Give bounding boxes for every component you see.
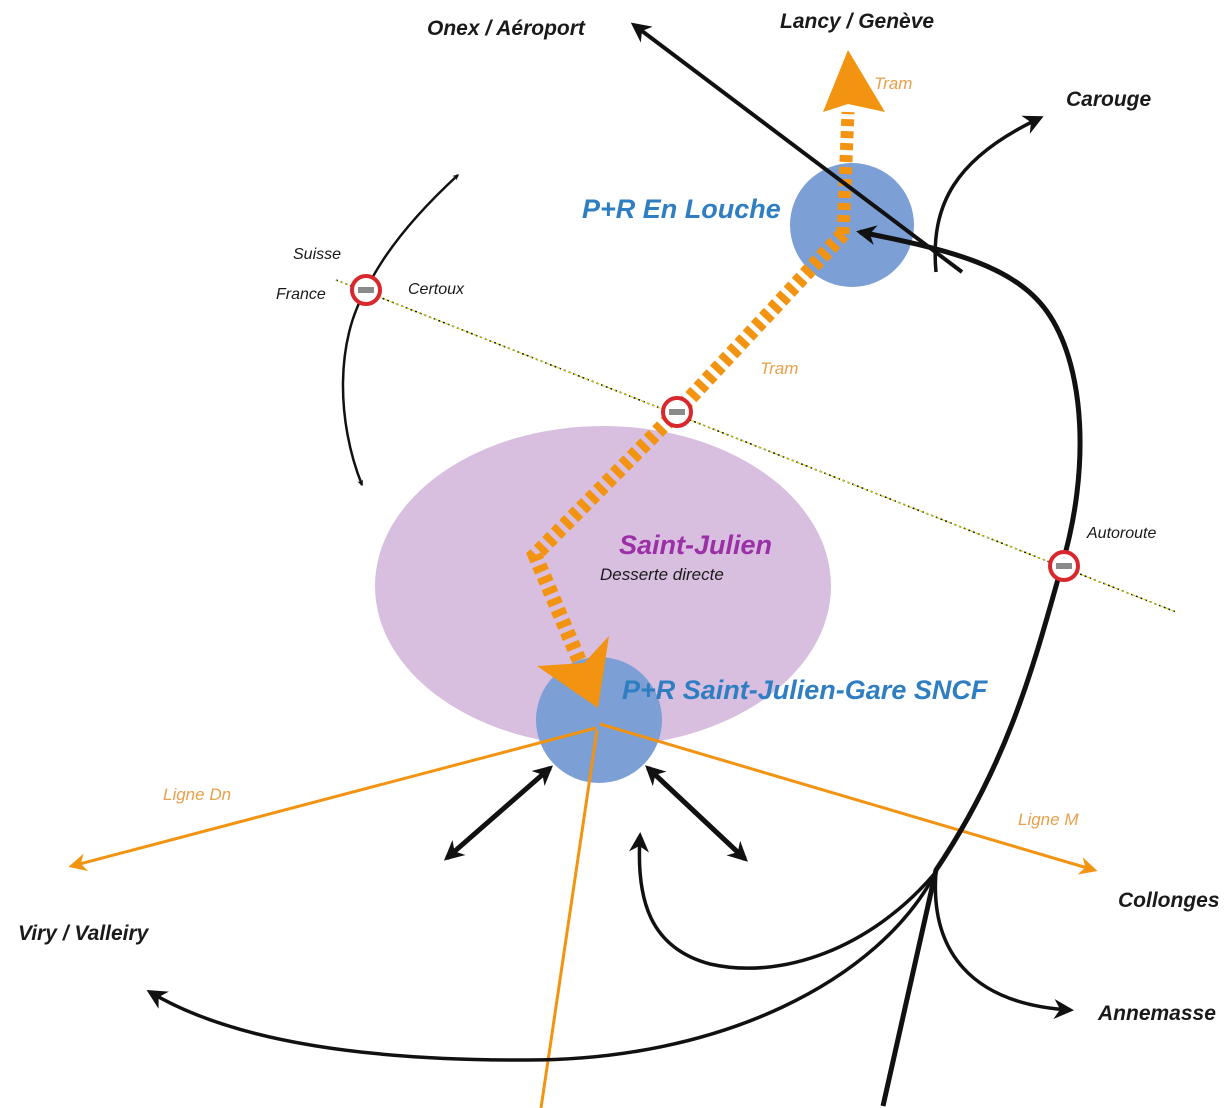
label-collonges: Collonges bbox=[1118, 889, 1220, 912]
label-certoux: Certoux bbox=[408, 281, 465, 298]
pr-gare-circle bbox=[536, 657, 662, 783]
ligne-m-line bbox=[599, 722, 1098, 875]
label-tram-top: Tram bbox=[874, 74, 912, 93]
tram-line-south bbox=[526, 228, 849, 663]
label-france: France bbox=[276, 286, 326, 303]
customs-crossing-icon bbox=[350, 274, 382, 306]
road-onex bbox=[630, 22, 964, 274]
label-suisse: Suisse bbox=[293, 246, 341, 263]
saint-julien-area bbox=[375, 426, 831, 746]
label-carouge: Carouge bbox=[1066, 88, 1152, 111]
road-carouge bbox=[933, 115, 1044, 273]
road-motorway bbox=[856, 225, 1083, 1107]
label-ligne-dn: Ligne Dn bbox=[163, 785, 231, 804]
label-autoroute: Autoroute bbox=[1086, 525, 1156, 542]
label-saint-julien: Saint-Julien bbox=[619, 530, 772, 560]
label-pr-louche: P+R En Louche bbox=[582, 194, 781, 224]
pr-en-louche-circle bbox=[790, 163, 914, 287]
road-annemasse bbox=[933, 871, 1074, 1020]
road-viry bbox=[146, 871, 938, 1062]
label-lancy: Lancy / Genève bbox=[780, 10, 934, 33]
border-line-yellow bbox=[335, 279, 1177, 613]
label-viry: Viry / Valleiry bbox=[18, 922, 150, 945]
tram-arrowhead-north bbox=[823, 50, 885, 112]
label-ligne-m: Ligne M bbox=[1018, 810, 1079, 829]
road-gare-loop bbox=[629, 832, 938, 970]
tram-line-north bbox=[836, 111, 855, 235]
label-pr-gare: P+R Saint-Julien-Gare SNCF bbox=[622, 675, 989, 705]
access-arrow-left bbox=[443, 765, 554, 861]
access-arrow-right bbox=[645, 765, 748, 862]
road-certoux bbox=[341, 174, 459, 487]
ligne-dn-line bbox=[68, 726, 597, 872]
label-onex: Onex / Aéroport bbox=[427, 17, 586, 40]
bus-line-south bbox=[539, 729, 599, 1108]
label-tram-mid: Tram bbox=[760, 359, 798, 378]
tram-arrowhead-south bbox=[537, 636, 609, 708]
label-desserte: Desserte directe bbox=[600, 565, 724, 584]
customs-crossing-icon bbox=[1048, 550, 1080, 582]
customs-crossing-icon bbox=[661, 396, 693, 428]
label-annemasse: Annemasse bbox=[1097, 1002, 1216, 1025]
